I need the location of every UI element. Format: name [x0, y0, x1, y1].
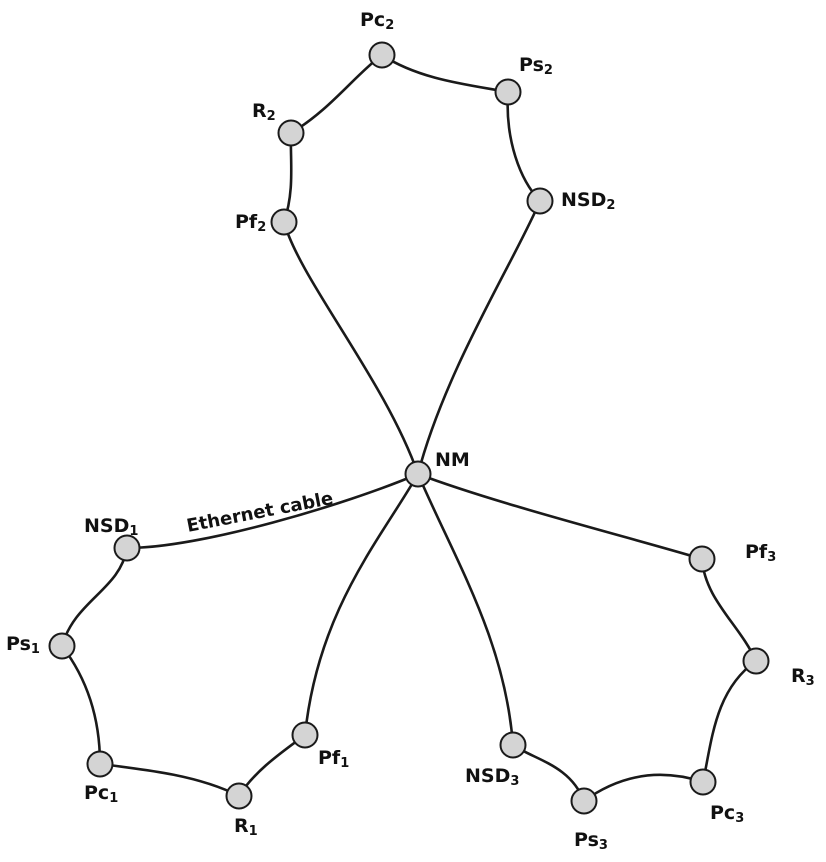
node-ps1	[48, 632, 76, 660]
node-nm	[404, 460, 432, 488]
link-pc1-r1	[98, 762, 241, 798]
link-ps1-pc1	[60, 644, 102, 766]
label-ps3: Ps3	[574, 829, 608, 853]
label-r3: R3	[791, 665, 815, 689]
label-r1: R1	[234, 815, 258, 839]
label-pc3: Pc3	[710, 802, 744, 826]
link-nm-nsd2	[416, 199, 542, 476]
node-pf1	[291, 721, 319, 749]
link-nsd1-ps1	[60, 546, 129, 648]
label-pf2: Pf2	[235, 211, 266, 235]
node-ps2	[494, 78, 522, 106]
label-pc2: Pc2	[360, 9, 394, 33]
label-ps1: Ps1	[6, 633, 40, 657]
link-r3-pc3	[701, 659, 758, 784]
link-nm-pf2	[282, 220, 420, 476]
link-nm-nsd1	[125, 472, 420, 550]
link-pf3-r3	[700, 557, 758, 663]
label-nsd2: NSD2	[561, 189, 615, 213]
ethernet-cable-label: Ethernet cable	[185, 488, 335, 537]
link-nm-pf3	[416, 472, 704, 561]
label-nsd3: NSD3	[465, 765, 519, 789]
link-nm-nsd3	[416, 472, 515, 747]
label-ps2: Ps2	[519, 54, 553, 78]
node-ps3	[570, 787, 598, 815]
label-pc1: Pc1	[84, 782, 118, 806]
label-pf1: Pf1	[318, 747, 349, 771]
node-r2	[277, 119, 305, 147]
node-r3	[742, 647, 770, 675]
node-pc2	[368, 41, 396, 69]
node-pf3	[688, 545, 716, 573]
link-r2-pc2	[289, 53, 384, 135]
nodes	[48, 41, 770, 815]
label-nsd1: NSD1	[84, 515, 138, 539]
node-nsd1	[113, 534, 141, 562]
link-pc2-ps2	[380, 53, 510, 94]
label-nm: NM	[435, 449, 470, 471]
node-pf2	[270, 208, 298, 236]
link-ps2-nsd2	[506, 90, 542, 203]
node-labels: NM NSD1 Ps1 Pc1 R1 Pf1 Pf2 R2 Pc2 Ps2 NS…	[6, 9, 815, 853]
node-pc1	[86, 750, 114, 778]
node-r1	[225, 782, 253, 810]
label-pf3: Pf3	[745, 541, 776, 565]
connections	[60, 53, 758, 803]
link-nm-pf1	[303, 472, 420, 737]
link-pc3-ps3	[582, 773, 705, 803]
label-r2: R2	[252, 100, 276, 124]
node-pc3	[689, 768, 717, 796]
node-nsd3	[499, 731, 527, 759]
link-ps3-nsd3	[511, 743, 586, 803]
node-nsd2	[526, 187, 554, 215]
